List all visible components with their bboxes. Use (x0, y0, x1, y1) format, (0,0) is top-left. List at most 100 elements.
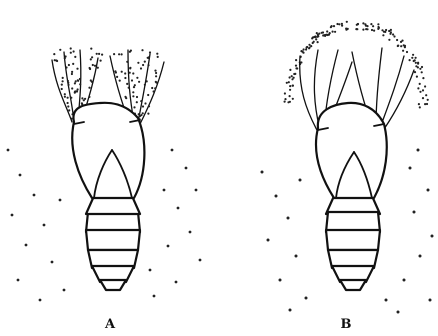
particle-dot (284, 98, 286, 100)
particle-dot (415, 57, 417, 59)
particle-dot (149, 51, 151, 53)
particle-dot (289, 101, 291, 103)
particle-dot (155, 75, 157, 77)
particle-dot (317, 41, 319, 43)
particle-dot (167, 245, 170, 248)
particle-dot (33, 194, 36, 197)
particle-dot (149, 269, 152, 272)
particle-dot (286, 82, 288, 84)
particle-dot (377, 23, 379, 25)
particle-dot (415, 62, 417, 64)
particle-dot (414, 71, 416, 73)
particle-dot (147, 113, 149, 115)
panel-a-thorax (72, 103, 144, 198)
particle-dot (141, 49, 143, 51)
particle-dot (126, 83, 128, 85)
particle-dot (427, 99, 429, 101)
particle-dot (88, 96, 90, 98)
particle-dot (329, 32, 331, 34)
particle-dot (419, 106, 421, 108)
particle-dot (177, 207, 180, 210)
particle-dot (138, 81, 140, 83)
particle-dot (334, 31, 336, 33)
particle-dot (59, 199, 62, 202)
particle-dot (295, 255, 298, 258)
particle-dot (156, 82, 158, 84)
particle-dot (421, 71, 423, 73)
particle-dot (413, 211, 416, 214)
particle-dot (54, 59, 56, 61)
particle-dot (390, 31, 392, 33)
particle-dot (332, 31, 334, 33)
particle-dot (63, 289, 66, 292)
panel-b-halo (284, 21, 429, 109)
particle-dot (153, 90, 155, 92)
particle-dot (303, 48, 305, 50)
particle-dot (129, 72, 131, 74)
panel-b: B (261, 21, 434, 332)
particle-dot (91, 81, 93, 83)
particle-dot (288, 81, 290, 83)
particle-dot (132, 95, 134, 97)
particle-dot (377, 28, 379, 30)
particle-dot (70, 52, 72, 54)
particle-dot (157, 56, 159, 58)
particle-dot (370, 23, 372, 25)
particle-dot (199, 259, 202, 262)
particle-dot (148, 105, 150, 107)
particle-dot (67, 97, 69, 99)
particle-dot (412, 54, 414, 56)
particle-dot (422, 77, 424, 79)
panel-b-abdomen (326, 196, 380, 290)
particle-dot (73, 50, 75, 52)
particle-dot (422, 97, 424, 99)
particle-dot (400, 45, 402, 47)
particle-dot (25, 244, 28, 247)
particle-dot (138, 113, 140, 115)
particle-dot (289, 95, 291, 97)
particle-dot (377, 26, 379, 28)
particle-dot (365, 25, 367, 27)
particle-dot (62, 77, 64, 79)
particle-dot (384, 31, 386, 33)
particle-dot (39, 299, 42, 302)
particle-dot (397, 311, 400, 314)
particle-dot (401, 40, 403, 42)
particle-dot (136, 77, 138, 79)
particle-dot (137, 62, 139, 64)
particle-dot (53, 53, 55, 55)
particle-dot (338, 23, 340, 25)
particle-dot (322, 31, 324, 33)
particle-dot (275, 195, 278, 198)
particle-dot (402, 50, 404, 52)
particle-dot (98, 53, 100, 55)
particle-dot (43, 224, 46, 227)
particle-dot (140, 67, 142, 69)
particle-dot (362, 22, 364, 24)
particle-dot (185, 167, 188, 170)
particle-dot (289, 89, 291, 91)
particle-dot (292, 98, 294, 100)
particle-dot (415, 65, 417, 67)
particle-dot (409, 59, 411, 61)
particle-dot (79, 83, 81, 85)
particle-dot (327, 34, 329, 36)
particle-dot (171, 149, 174, 152)
particle-dot (68, 64, 70, 66)
particle-dot (331, 25, 333, 27)
particle-dot (146, 80, 148, 82)
particle-dot (424, 103, 426, 105)
particle-dot (317, 36, 319, 38)
particle-dot (397, 45, 399, 47)
particle-dot (125, 97, 127, 99)
particle-dot (153, 295, 156, 298)
particle-dot (116, 76, 118, 78)
particle-dot (115, 71, 117, 73)
particle-dot (299, 179, 302, 182)
particle-dot (154, 70, 156, 72)
particle-dot (156, 53, 158, 55)
particle-dot (419, 83, 421, 85)
particle-dot (417, 87, 419, 89)
particle-dot (300, 50, 302, 52)
particle-dot (336, 23, 338, 25)
